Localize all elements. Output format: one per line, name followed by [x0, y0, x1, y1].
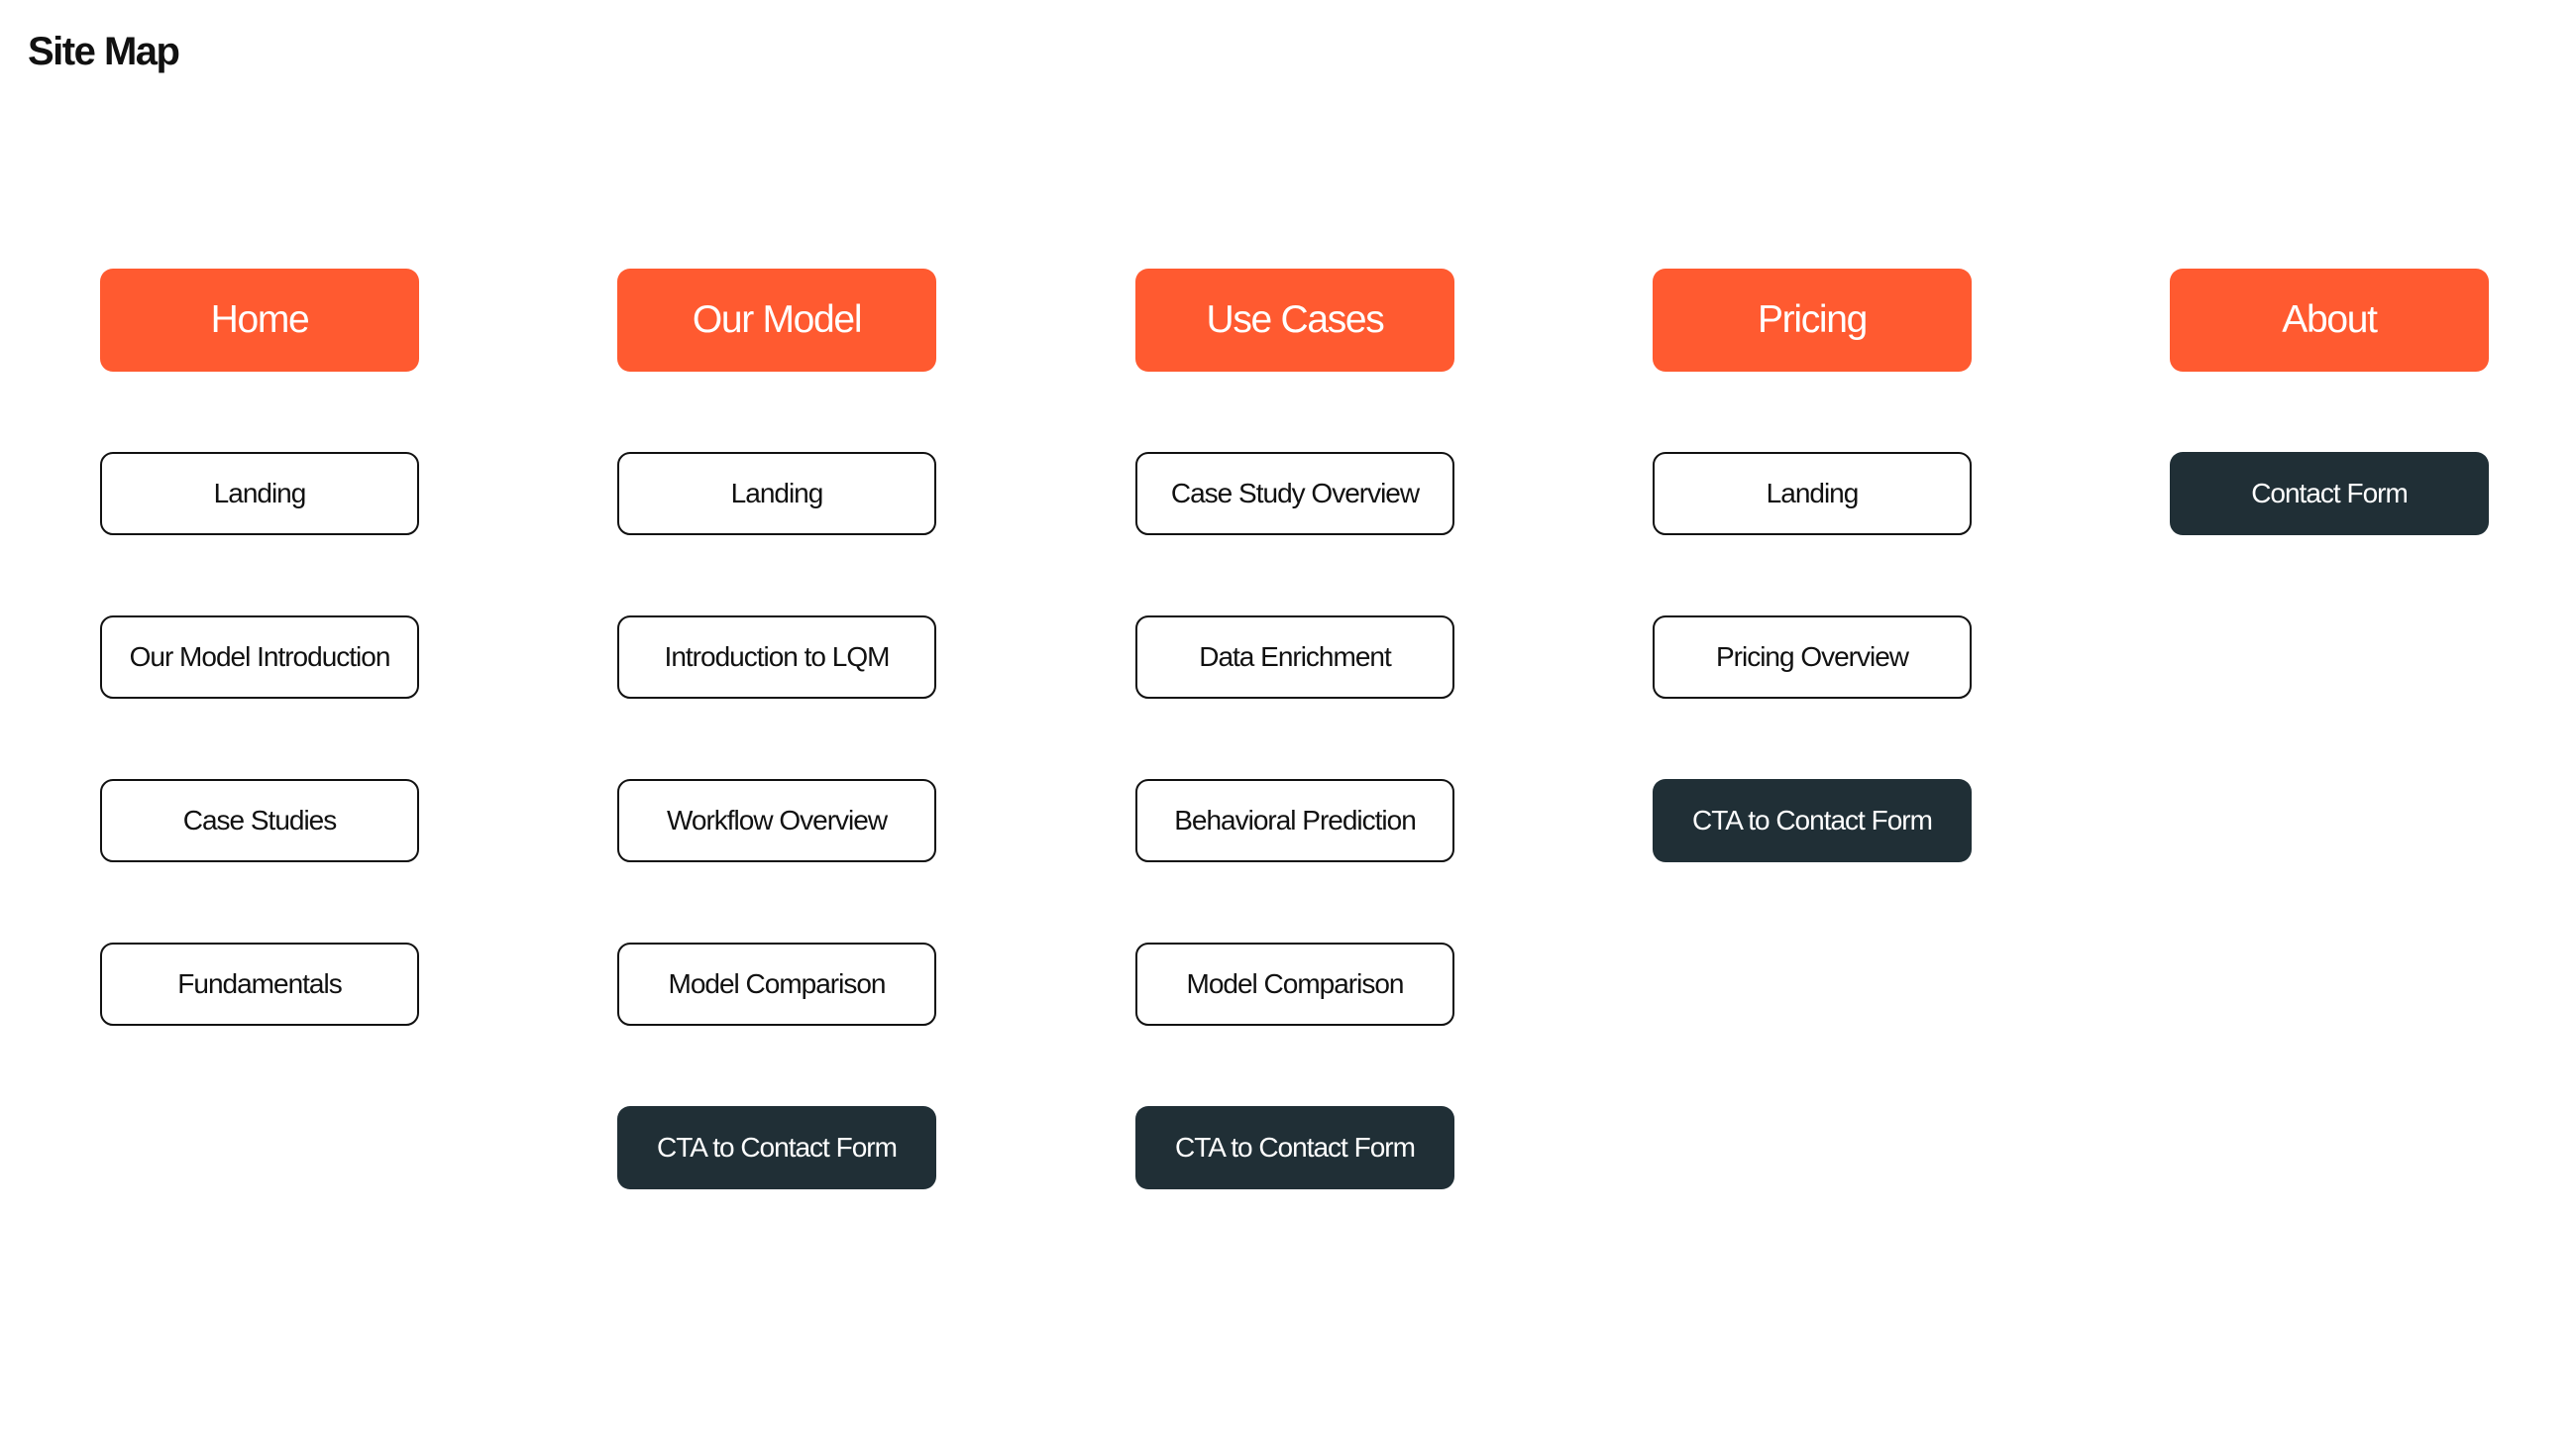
page-node[interactable]: Behavioral Prediction [1135, 779, 1454, 862]
page-node[interactable]: Our Model Introduction [100, 615, 419, 699]
page-node[interactable]: Landing [617, 452, 936, 535]
section-header-pricing[interactable]: Pricing [1653, 269, 1972, 372]
section-header-home[interactable]: Home [100, 269, 419, 372]
page-node[interactable]: Case Studies [100, 779, 419, 862]
section-header-our-model[interactable]: Our Model [617, 269, 936, 372]
cta-page-node[interactable]: CTA to Contact Form [1135, 1106, 1454, 1189]
page-node[interactable]: Data Enrichment [1135, 615, 1454, 699]
page-node[interactable]: Model Comparison [1135, 943, 1454, 1026]
page-node[interactable]: Landing [1653, 452, 1972, 535]
cta-page-node[interactable]: CTA to Contact Form [1653, 779, 1972, 862]
page-title: Site Map [28, 30, 180, 73]
page-node[interactable]: Workflow Overview [617, 779, 936, 862]
page-node[interactable]: Case Study Overview [1135, 452, 1454, 535]
section-header-use-cases[interactable]: Use Cases [1135, 269, 1454, 372]
cta-page-node[interactable]: CTA to Contact Form [617, 1106, 936, 1189]
page-node[interactable]: Fundamentals [100, 943, 419, 1026]
page-node[interactable]: Model Comparison [617, 943, 936, 1026]
page-list: Contact Form [2170, 452, 2489, 535]
page-node[interactable]: Landing [100, 452, 419, 535]
page-node[interactable]: Pricing Overview [1653, 615, 1972, 699]
cta-page-node[interactable]: Contact Form [2170, 452, 2489, 535]
section-header-about[interactable]: About [2170, 269, 2489, 372]
page-node[interactable]: Introduction to LQM [617, 615, 936, 699]
